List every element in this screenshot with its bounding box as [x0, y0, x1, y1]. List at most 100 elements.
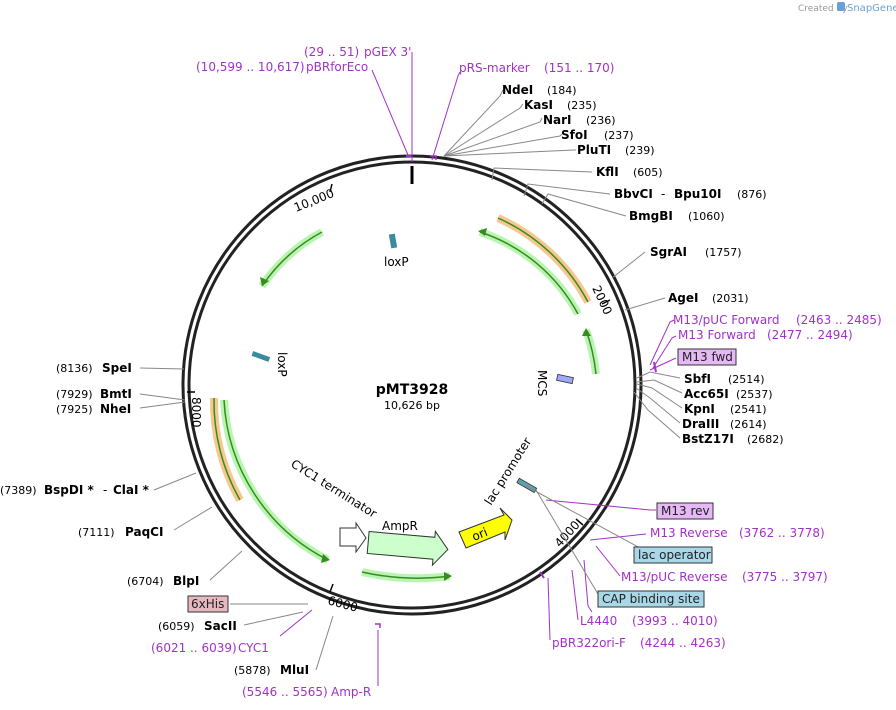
tick-10000: 10,000: [292, 186, 336, 215]
primer-m13fwd-range: (2477 .. 2494): [767, 328, 853, 342]
enzyme-sbfi-pos: (2514): [728, 373, 765, 386]
enzyme-sacii-pos: (6059): [158, 620, 195, 633]
lac-promoter[interactable]: lac promoter: [482, 435, 538, 508]
lac-promoter-label: lac promoter: [482, 435, 535, 508]
enzyme-agei[interactable]: AgeI: [668, 291, 698, 305]
enzyme-bbvci-pos: (876): [737, 188, 767, 201]
primer-pbrforeco-range: (10,599 .. 10,617): [196, 60, 305, 74]
enzyme-bpu10i[interactable]: Bpu10I: [674, 187, 721, 201]
enzyme-spei[interactable]: SpeI: [102, 361, 132, 375]
enzyme-bspdi[interactable]: BspDI *: [44, 483, 94, 497]
box-cap[interactable]: CAP binding site: [597, 590, 705, 608]
primer-m13rev-range: (3762 .. 3778): [739, 526, 825, 540]
enzyme-draiii[interactable]: DraIII: [682, 417, 719, 431]
primer-pgex-range: (29 .. 51): [304, 45, 359, 59]
ampr-feature[interactable]: AmpR: [366, 519, 450, 567]
enzyme-sfoi-pos: (237): [604, 129, 634, 142]
enzyme-kfli[interactable]: KflI: [596, 165, 619, 179]
enzyme-kasi[interactable]: KasI: [524, 98, 553, 112]
cyc1-terminator[interactable]: CYC1 terminator: [288, 457, 379, 554]
primer-pbr322ori-name[interactable]: pBR322ori-F: [552, 636, 626, 650]
box-6xhis-label: 6xHis: [191, 597, 224, 611]
enzyme-bstz17i-pos: (2682): [747, 433, 784, 446]
enzyme-bspdi-sep: -: [103, 483, 107, 497]
tick-2000: 2000: [589, 283, 615, 317]
enzyme-pluti[interactable]: PluTI: [577, 143, 611, 157]
box-m13rev[interactable]: M13 rev: [656, 502, 714, 520]
enzyme-bmgbi-pos: (1060): [688, 210, 725, 223]
enzyme-sbfi[interactable]: SbfI: [684, 372, 711, 386]
primer-l4440-name[interactable]: L4440: [580, 614, 617, 628]
enzyme-mlui-pos: (5878): [234, 664, 271, 677]
box-lacoperator[interactable]: lac operator: [633, 546, 713, 564]
enzyme-bmti-pos: (7929): [56, 388, 93, 401]
enzyme-nari-pos: (236): [586, 114, 616, 127]
enzyme-clai[interactable]: ClaI *: [113, 483, 150, 497]
primer-leaders: [230, 52, 677, 686]
enzyme-kasi-pos: (235): [567, 99, 597, 112]
enzyme-blpi[interactable]: BlpI: [173, 574, 199, 588]
credit-brand[interactable]: SnapGene: [847, 3, 896, 14]
enzyme-sacii[interactable]: SacII: [204, 619, 237, 633]
primer-l4440-range: (3993 .. 4010): [632, 614, 718, 628]
mcs-feature[interactable]: MCS: [535, 370, 574, 396]
enzyme-bspdi-pos: (7389): [0, 484, 37, 497]
enzyme-blpi-pos: (6704): [127, 575, 164, 588]
ampr-label: AmpR: [382, 519, 418, 533]
box-lacoperator-label: lac operator: [638, 548, 711, 562]
plasmid-size: 10,626 bp: [384, 399, 440, 412]
enzyme-bmti[interactable]: BmtI: [100, 387, 132, 401]
primer-m13pucfwd-range: (2463 .. 2485): [796, 313, 882, 327]
enzyme-nhei[interactable]: NheI: [100, 402, 131, 416]
enzyme-bbvci-sep: -: [661, 187, 665, 201]
loxp-left[interactable]: loxP: [251, 351, 289, 377]
enzyme-paqci-pos: (7111): [78, 526, 115, 539]
ori-label: ori: [470, 525, 490, 544]
enzyme-kpni[interactable]: KpnI: [684, 402, 715, 416]
primer-cyc1-range: (6021 .. 6039): [151, 641, 237, 655]
ori-feature[interactable]: ori: [458, 507, 513, 549]
enzyme-bmgbi[interactable]: BmgBI: [629, 209, 673, 223]
primer-ampr-name[interactable]: Amp-R: [331, 685, 371, 699]
primer-ampr-range: (5546 .. 5565): [242, 685, 328, 699]
enzyme-nari[interactable]: NarI: [543, 113, 572, 127]
enzyme-pluti-pos: (239): [625, 144, 655, 157]
primer-m13pucfwd-name[interactable]: M13/pUC Forward: [673, 313, 780, 327]
primer-prsmarker-name[interactable]: pRS-marker: [459, 61, 530, 75]
enzyme-nhei-pos: (7925): [56, 403, 93, 416]
enzyme-sgrai-pos: (1757): [705, 246, 742, 259]
loxp-top[interactable]: loxP: [384, 233, 409, 269]
enzyme-sfoi[interactable]: SfoI: [561, 128, 588, 142]
enzyme-paqci[interactable]: PaqCI: [125, 525, 163, 539]
enzyme-kfli-pos: (605): [633, 166, 663, 179]
box-m13rev-label: M13 rev: [661, 504, 710, 518]
box-6xhis[interactable]: 6xHis: [187, 595, 229, 613]
enzyme-sgrai[interactable]: SgrAI: [650, 245, 687, 259]
enzyme-ndei-pos: (184): [547, 84, 577, 97]
cyc1-terminator-label: CYC1 terminator: [288, 457, 379, 521]
box-m13fwd[interactable]: M13 fwd: [677, 348, 737, 366]
feature-arcs[interactable]: [209, 214, 600, 583]
loxp-top-label: loxP: [384, 255, 409, 269]
enzyme-draiii-pos: (2614): [730, 418, 767, 431]
enzyme-bstz17i[interactable]: BstZ17I: [682, 432, 734, 446]
box-m13fwd-label: M13 fwd: [682, 350, 733, 364]
primer-cyc1-name[interactable]: CYC1: [238, 641, 269, 655]
enzyme-ndei[interactable]: NdeI: [502, 83, 533, 97]
primer-m13fwd-name[interactable]: M13 Forward: [678, 328, 756, 342]
enzyme-bbvci[interactable]: BbvCI: [614, 187, 653, 201]
primer-pbr322ori-range: (4244 .. 4263): [640, 636, 726, 650]
enzyme-agei-pos: (2031): [712, 292, 749, 305]
primer-m13pucrev-range: (3775 .. 3797): [742, 570, 828, 584]
enzyme-mlui[interactable]: MluI: [280, 663, 309, 677]
primer-m13rev-name[interactable]: M13 Reverse: [650, 526, 728, 540]
enzyme-acc65i[interactable]: Acc65I: [684, 387, 729, 401]
primer-pbrforeco-name[interactable]: pBRforEco: [306, 60, 368, 74]
enzyme-acc65i-pos: (2537): [736, 388, 773, 401]
enzyme-leaders: [139, 89, 683, 671]
mcs-label: MCS: [535, 370, 549, 396]
primer-m13pucrev-name[interactable]: M13/pUC Reverse: [621, 570, 728, 584]
primer-pgex-name[interactable]: pGEX 3': [364, 45, 411, 59]
credit-prefix: Created by: [798, 4, 848, 14]
